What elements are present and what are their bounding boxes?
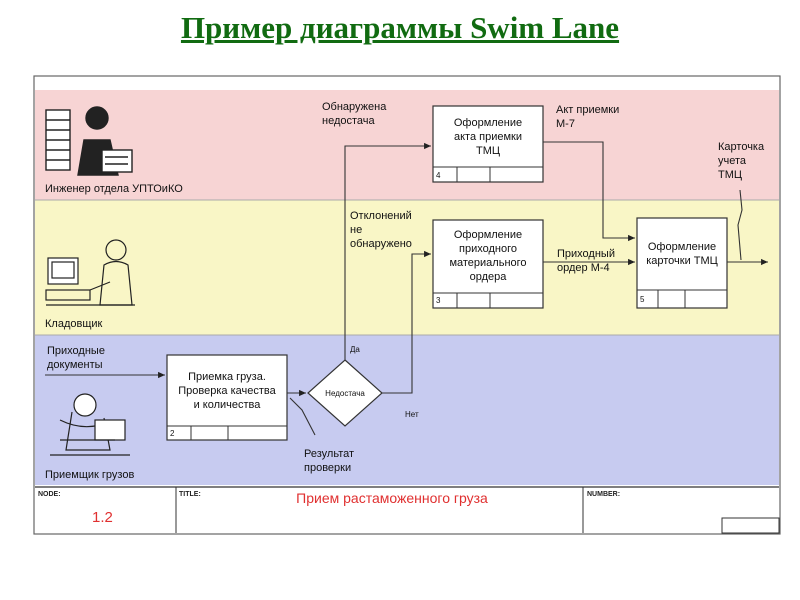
annotation-acceptance-act: Акт приемки: [556, 104, 619, 116]
box-label-line: Проверка качества: [178, 385, 276, 397]
diagram-footer: NODE: 1.2 TITLE: Прием растаможенного гр…: [35, 486, 780, 534]
annotation-receipt-order: Приходный: [557, 248, 615, 260]
activity-box-acceptance-act[interactable]: Оформление акта приемки ТМЦ 4: [432, 105, 544, 183]
box-label-line: карточки ТМЦ: [646, 255, 718, 267]
box-label-line: и количества: [194, 399, 262, 411]
decision-shortage[interactable]: Недостача: [307, 359, 383, 427]
box-label-line: акта приемки: [454, 131, 522, 143]
box-label-line: Приемка груза.: [188, 371, 266, 383]
annotation-acceptance-act: М-7: [556, 118, 575, 130]
annotation-no-deviations: Отклонений: [350, 210, 412, 222]
annotation-shortage-found: Обнаружена: [322, 101, 387, 113]
footer-title-label: TITLE:: [179, 491, 201, 498]
page-title: Пример диаграммы Swim Lane: [180, 10, 620, 45]
receiver-illustration: [50, 393, 130, 456]
flow-connectors: [45, 141, 768, 436]
box-number: 2: [170, 429, 175, 438]
annotation-no-deviations: обнаружено: [350, 238, 412, 250]
box-label-line: Оформление: [454, 229, 522, 241]
annotation-shortage-found: недостача: [322, 115, 376, 127]
box-label-line: Оформление: [454, 117, 522, 129]
footer-node-value: 1.2: [92, 509, 113, 526]
box-label-line: приходного: [459, 243, 517, 255]
annotation-input-docs: Приходные: [47, 345, 105, 357]
box-label-line: ордера: [470, 271, 508, 283]
lane-label-engineer: Инженер отдела УПТОиКО: [45, 183, 183, 195]
box-label-line: ТМЦ: [476, 145, 500, 157]
lane-engineer: [35, 90, 779, 200]
activity-box-receive-cargo[interactable]: Приемка груза. Проверка качества и колич…: [166, 354, 288, 441]
lane-label-receiver: Приемщик грузов: [45, 469, 134, 481]
box-label-line: Оформление: [648, 241, 716, 253]
lane-receiver: [35, 335, 779, 485]
lane-label-storekeeper: Кладовщик: [45, 318, 103, 330]
box-number: 4: [436, 171, 441, 180]
footer-node-label: NODE:: [38, 491, 61, 498]
footer-number-label: NUMBER:: [587, 491, 620, 498]
annotation-inventory-card: Карточка: [718, 141, 765, 153]
decision-no-label: Нет: [405, 410, 419, 419]
activity-box-receipt-order[interactable]: Оформление приходного материального орде…: [432, 219, 544, 309]
annotation-input-docs: документы: [47, 359, 103, 371]
engineer-illustration: [45, 106, 133, 176]
box-number: 5: [640, 295, 645, 304]
annotation-result: проверки: [304, 462, 351, 474]
annotation-inventory-card: ТМЦ: [718, 169, 742, 181]
activity-box-inventory-card[interactable]: Оформление карточки ТМЦ 5: [636, 217, 728, 309]
annotation-receipt-order: ордер М-4: [557, 262, 610, 274]
annotation-result: Результат: [304, 448, 354, 460]
annotation-inventory-card: учета: [718, 155, 747, 167]
annotation-no-deviations: не: [350, 224, 362, 236]
box-label-line: материального: [449, 257, 526, 269]
decision-yes-label: Да: [350, 345, 360, 354]
box-number: 3: [436, 296, 441, 305]
decision-label: Недостача: [325, 389, 365, 398]
footer-title-value: Прием растаможенного груза: [296, 490, 488, 506]
storekeeper-illustration: [45, 239, 135, 306]
